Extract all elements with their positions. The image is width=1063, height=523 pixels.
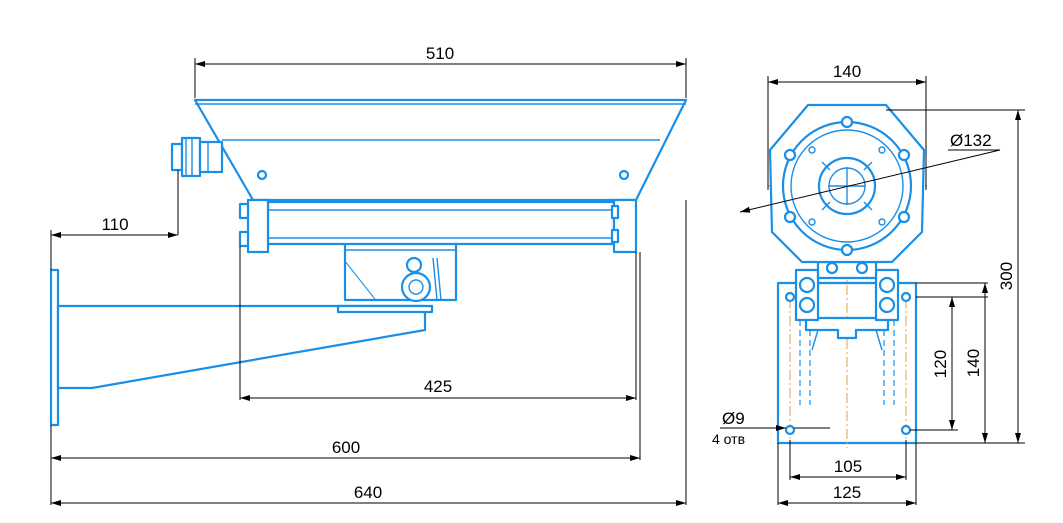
front-view: 140 Ø132 300 140 120 Ø9 4 отв 105 125 [712,62,1025,505]
dim-140-width-label: 140 [833,62,861,81]
hole-top-right [902,293,910,301]
bracket-arm [58,306,425,388]
dim-d132-label: Ø132 [950,131,992,150]
dim-125-label: 125 [833,483,861,502]
dim-600-label: 600 [332,438,360,457]
dim-hole-count-label: 4 отв [712,431,745,447]
dim-d9-label: Ø9 [722,409,745,428]
tilt-knob [402,273,430,301]
side-view: 510 110 425 600 640 [51,44,686,505]
bracket-flange [338,306,432,312]
hole-bottom-right [902,426,910,434]
sunshield [195,100,686,200]
dim-425-label: 425 [424,377,452,396]
dim-640-label: 640 [354,483,382,502]
dim-105-label: 105 [834,457,862,476]
hole-bottom-left [786,426,794,434]
dim-120-label: 120 [931,350,950,378]
rear-cap [248,200,268,252]
cable-gland [172,138,222,176]
hole-top-left [786,293,794,301]
dim-140-height-label: 140 [964,349,983,377]
dim-300-label: 300 [997,262,1016,290]
dim-110-label: 110 [101,215,128,234]
dim-510-label: 510 [426,44,454,63]
